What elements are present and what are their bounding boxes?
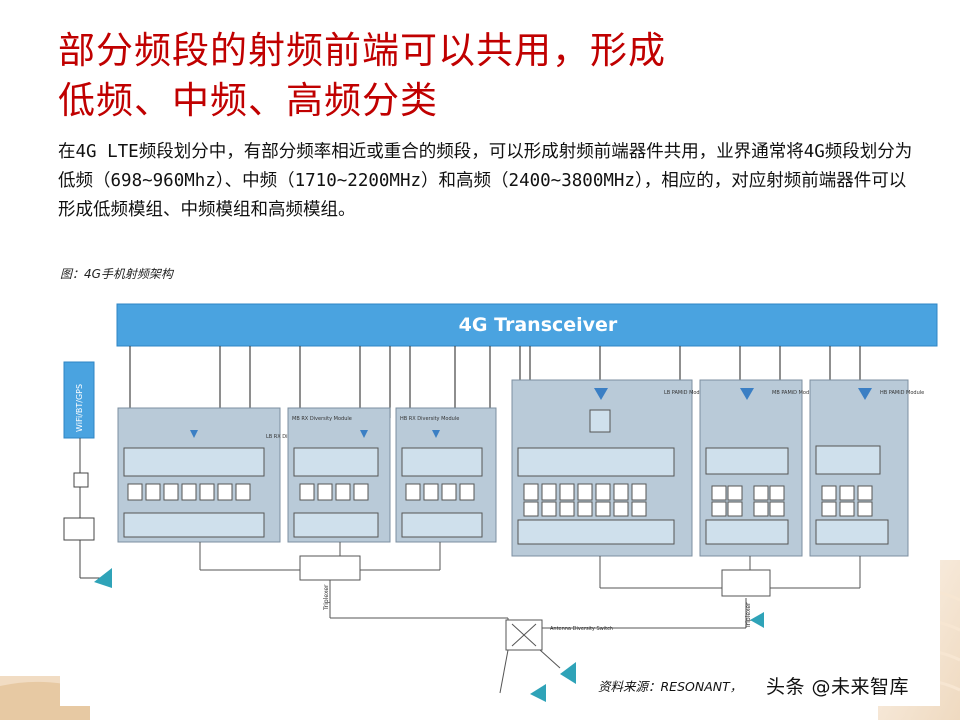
- pamid-module-mb: MB PAMiD Module: [699, 379, 817, 557]
- wifi-bt-gps-label: WiFi/BT/GPS: [75, 384, 84, 432]
- slide-title: 部分频段的射频前端可以共用，形成 低频、中频、高频分类: [58, 26, 878, 126]
- antenna-icon: [530, 684, 546, 702]
- body-paragraph: 在4G LTE频段划分中，有部分频率相近或重合的频段，可以形成射频前端器件共用，…: [58, 142, 913, 220]
- pamid-mb-name: MB PAMiD Module: [772, 390, 817, 396]
- antenna-icon: [750, 612, 764, 628]
- pamid-module-hb: HB PAMiD Module: [809, 379, 924, 557]
- rx-module-lb: LB RX Diversity Module: [117, 407, 324, 543]
- transceiver-label: 4G Transceiver: [459, 314, 618, 336]
- pamid-module-lb: LB PAMiD Module: [511, 379, 707, 557]
- wifi-bt-gps-block: [63, 361, 95, 439]
- rx-module-hb: HB RX Diversity Module: [395, 407, 497, 543]
- rx-mb-name: MB RX Diversity Module: [292, 416, 352, 422]
- title-line-1: 部分频段的射频前端可以共用，形成: [58, 29, 666, 72]
- antenna-icon: [94, 568, 112, 588]
- antenna-switch-label: Antenna Diversity Switch: [550, 626, 613, 632]
- wifi-diplexer: [63, 517, 95, 541]
- rx-module-mb: MB RX Diversity Module: [287, 407, 391, 543]
- rx-hb-name: HB RX Diversity Module: [400, 416, 459, 422]
- pamid-lb-name: LB PAMiD Module: [664, 390, 707, 396]
- triplexer-rx-label: Triplexer: [323, 584, 330, 611]
- antenna-icon: [560, 662, 576, 684]
- triplexer-rx: [299, 555, 361, 581]
- source-note: 资料来源：RESONANT，: [598, 679, 743, 694]
- transceiver-block: [116, 303, 938, 347]
- triplexer-tx-label: Triplexer: [745, 602, 752, 629]
- rf-architecture-diagram: 4G Transceiver WiFi/BT/GPS: [60, 298, 940, 706]
- title-line-2: 低频、中频、高频分类: [58, 79, 438, 122]
- figure-caption: 图：4G手机射频架构: [60, 267, 173, 281]
- triplexer-tx: [721, 569, 771, 597]
- pamid-hb-name: HB PAMiD Module: [880, 390, 924, 396]
- watermark-text: 头条 @未来智库: [766, 676, 910, 698]
